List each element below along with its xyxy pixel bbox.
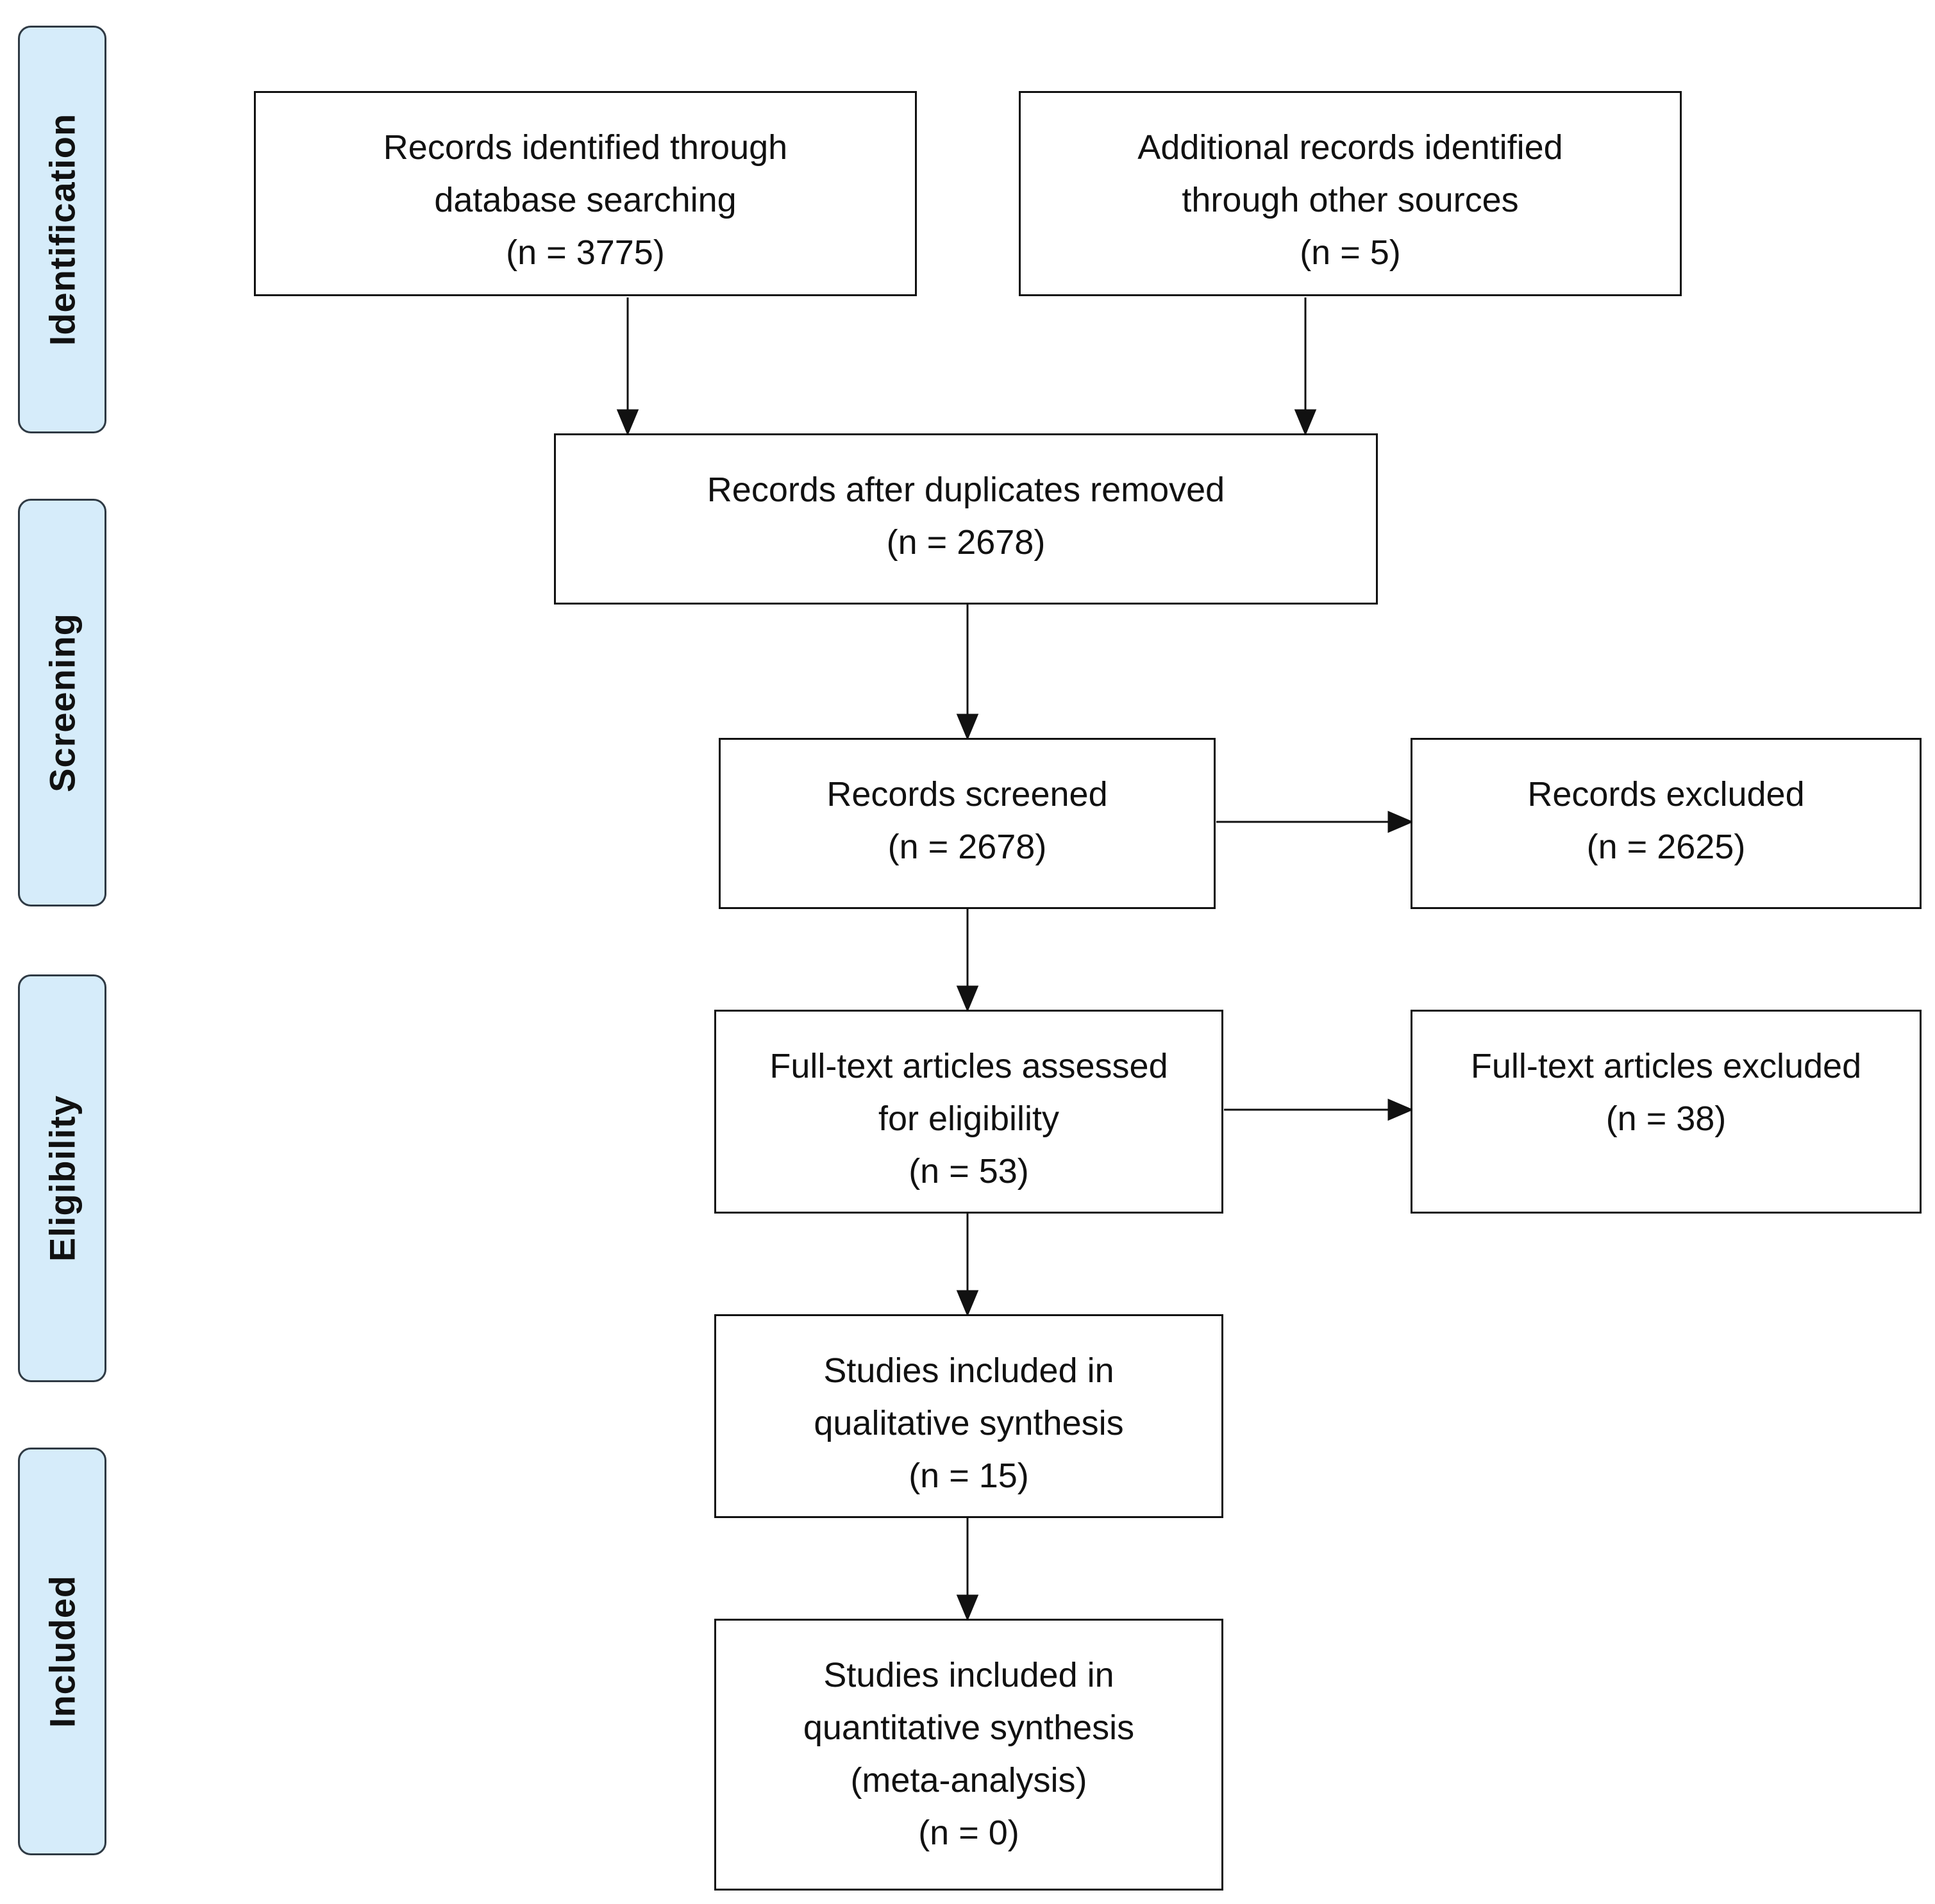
phase-identification-label: Identification	[42, 113, 83, 346]
box-records-excluded: Records excluded (n = 2625)	[1411, 738, 1922, 909]
box-text-line: Studies included in	[823, 1656, 1114, 1694]
box-count: (n = 38)	[1605, 1099, 1727, 1138]
phase-screening: Screening	[18, 499, 106, 906]
arrowhead-fulltext-to-excluded	[1387, 1098, 1414, 1121]
box-text-line: database searching	[434, 181, 737, 219]
box-text-line: Studies included in	[823, 1351, 1114, 1390]
box-count: (n = 2625)	[1586, 828, 1746, 866]
box-count: (n = 2678)	[886, 523, 1046, 562]
arrowhead-database-to-duplicates	[616, 409, 639, 436]
box-count: (n = 5)	[1300, 233, 1401, 272]
phase-screening-label: Screening	[42, 613, 83, 792]
box-qualitative-synthesis: Studies included in qualitative synthesi…	[714, 1314, 1223, 1518]
box-text-line: qualitative synthesis	[814, 1404, 1124, 1442]
box-quantitative-synthesis: Studies included in quantitative synthes…	[714, 1619, 1223, 1891]
box-duplicates-removed: Records after duplicates removed (n = 26…	[554, 433, 1378, 605]
arrowhead-screened-to-fulltext	[956, 985, 979, 1012]
arrowhead-screened-to-excluded	[1387, 810, 1414, 833]
box-text-line: Records excluded	[1527, 775, 1805, 814]
box-text-line: Additional records identified	[1137, 128, 1563, 167]
phase-identification: Identification	[18, 26, 106, 433]
box-count: (n = 53)	[909, 1152, 1029, 1190]
arrowhead-duplicates-to-screened	[956, 714, 979, 740]
box-count: (n = 2678)	[887, 828, 1047, 866]
box-text-line: quantitative synthesis	[803, 1708, 1135, 1747]
box-fulltext-excluded: Full-text articles excluded (n = 38)	[1411, 1010, 1922, 1214]
box-count: (n = 3775)	[506, 233, 665, 272]
box-text-line: for eligibility	[878, 1099, 1060, 1138]
phase-eligibility-label: Eligibility	[42, 1095, 83, 1262]
box-count: (n = 15)	[909, 1457, 1029, 1495]
arrowhead-qualitative-to-quantitative	[956, 1594, 979, 1621]
box-text-line: (meta-analysis)	[850, 1761, 1087, 1800]
box-text-line: Records after duplicates removed	[707, 471, 1225, 509]
box-other-sources: Additional records identified through ot…	[1019, 91, 1682, 296]
phase-included-label: Included	[42, 1574, 83, 1728]
box-fulltext-assessed: Full-text articles assessed for eligibil…	[714, 1010, 1223, 1214]
phase-eligibility: Eligibility	[18, 974, 106, 1382]
box-count: (n = 0)	[918, 1814, 1019, 1852]
box-text-line: Full-text articles assessed	[769, 1047, 1168, 1085]
box-text-line: Records identified through	[383, 128, 788, 167]
box-text-line: Records screened	[826, 775, 1108, 814]
arrowhead-fulltext-to-qualitative	[956, 1290, 979, 1317]
box-records-screened: Records screened (n = 2678)	[719, 738, 1216, 909]
box-database-search: Records identified through database sear…	[254, 91, 917, 296]
arrowhead-other-to-duplicates	[1294, 409, 1317, 436]
phase-included: Included	[18, 1448, 106, 1855]
box-text-line: Full-text articles excluded	[1470, 1047, 1862, 1085]
box-text-line: through other sources	[1182, 181, 1519, 219]
